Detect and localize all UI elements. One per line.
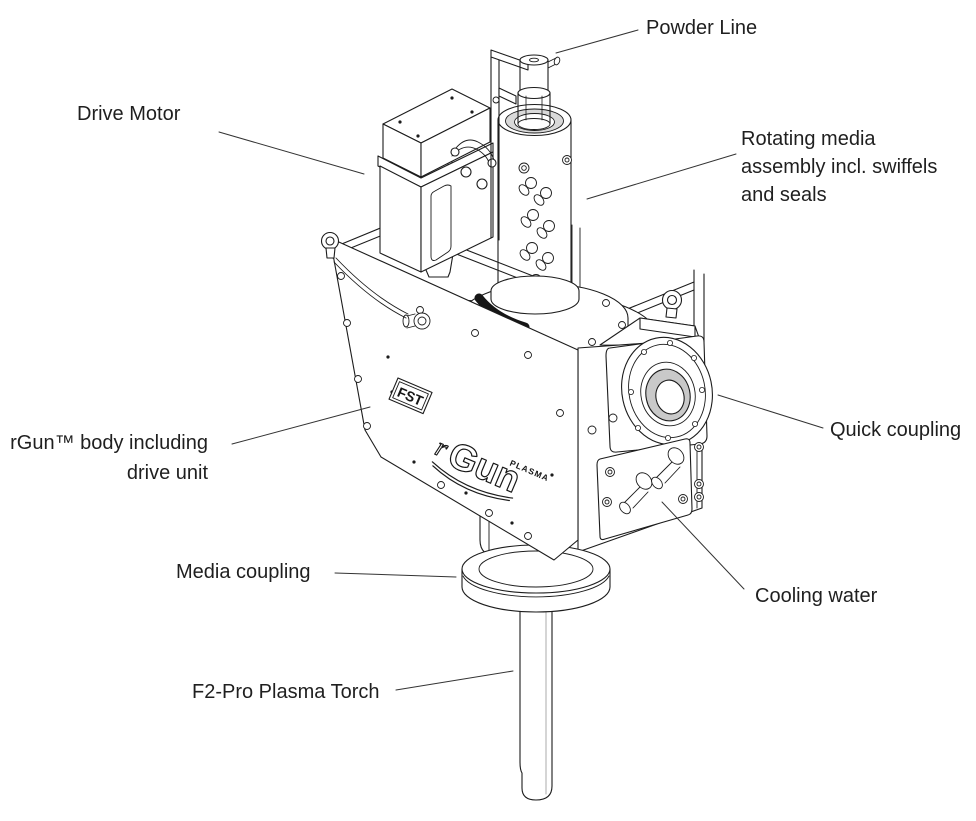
plasma-torch-tube — [519, 600, 553, 801]
quick-coupling-leader — [717, 394, 824, 429]
media-coupling-disc — [461, 544, 611, 613]
label-plasma-torch: F2-Pro Plasma Torch — [192, 681, 380, 703]
label-cooling-water: Cooling water — [755, 585, 878, 607]
label-quick-coupling: Quick coupling — [830, 419, 962, 441]
cooling-water-panel — [587, 413, 693, 541]
eye-bolt-right — [639, 289, 696, 338]
powder-line-leader — [555, 29, 639, 54]
label-rotating-media: Rotating media assembly incl. swiffels a… — [741, 128, 938, 206]
fst-logo: FST — [388, 377, 433, 415]
label-drive-motor: Drive Motor — [77, 103, 181, 125]
plate-side-knob — [402, 312, 431, 330]
right-body-block — [577, 289, 713, 553]
drive-motor-drawing — [377, 88, 497, 273]
rgun-body-leader — [231, 406, 371, 445]
eye-bolt-left — [320, 231, 340, 259]
gun-body-plate: FST r Gun PLASMA — [329, 237, 579, 561]
label-powder-line: Powder Line — [646, 17, 758, 39]
plasma-torch-leader — [395, 670, 514, 691]
drive-motor-leader — [218, 131, 365, 175]
label-media-coupling: Media coupling — [176, 561, 311, 583]
powder-line-fitting — [490, 49, 561, 241]
label-rgun-body: rGun™ body including drive unit — [10, 432, 208, 484]
leader-lines — [218, 29, 824, 691]
block-side-bolts — [694, 442, 704, 502]
rotating-media-leader — [586, 153, 737, 200]
plate-screws — [337, 272, 564, 540]
quick-coupling-ring — [605, 335, 713, 453]
media-coupling-leader — [334, 572, 457, 578]
cooling-water-leader — [661, 501, 745, 590]
